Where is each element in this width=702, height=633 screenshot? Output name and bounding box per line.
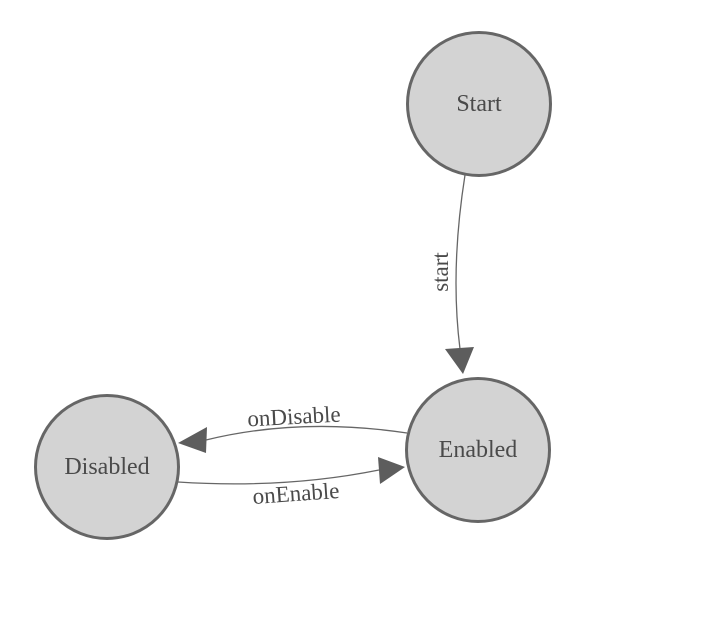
node-enabled-label: Enabled [438,436,518,463]
node-start[interactable]: Start [406,31,552,177]
edge-disabled-to-enabled [177,469,380,485]
edge-enabled-to-disabled [205,425,408,441]
node-start-label: Start [456,90,502,117]
node-disabled[interactable]: Disabled [34,394,180,540]
edge-label-start: start [428,252,453,292]
node-disabled-label: Disabled [64,453,150,480]
arrowhead-start-to-enabled-icon [445,347,474,374]
node-enabled[interactable]: Enabled [405,377,551,523]
edge-label-ondisable: onDisable [246,401,342,432]
arrowhead-enabled-to-disabled-icon [178,427,207,453]
edge-start-to-enabled [455,174,466,350]
arrowhead-disabled-to-enabled-icon [378,457,405,484]
